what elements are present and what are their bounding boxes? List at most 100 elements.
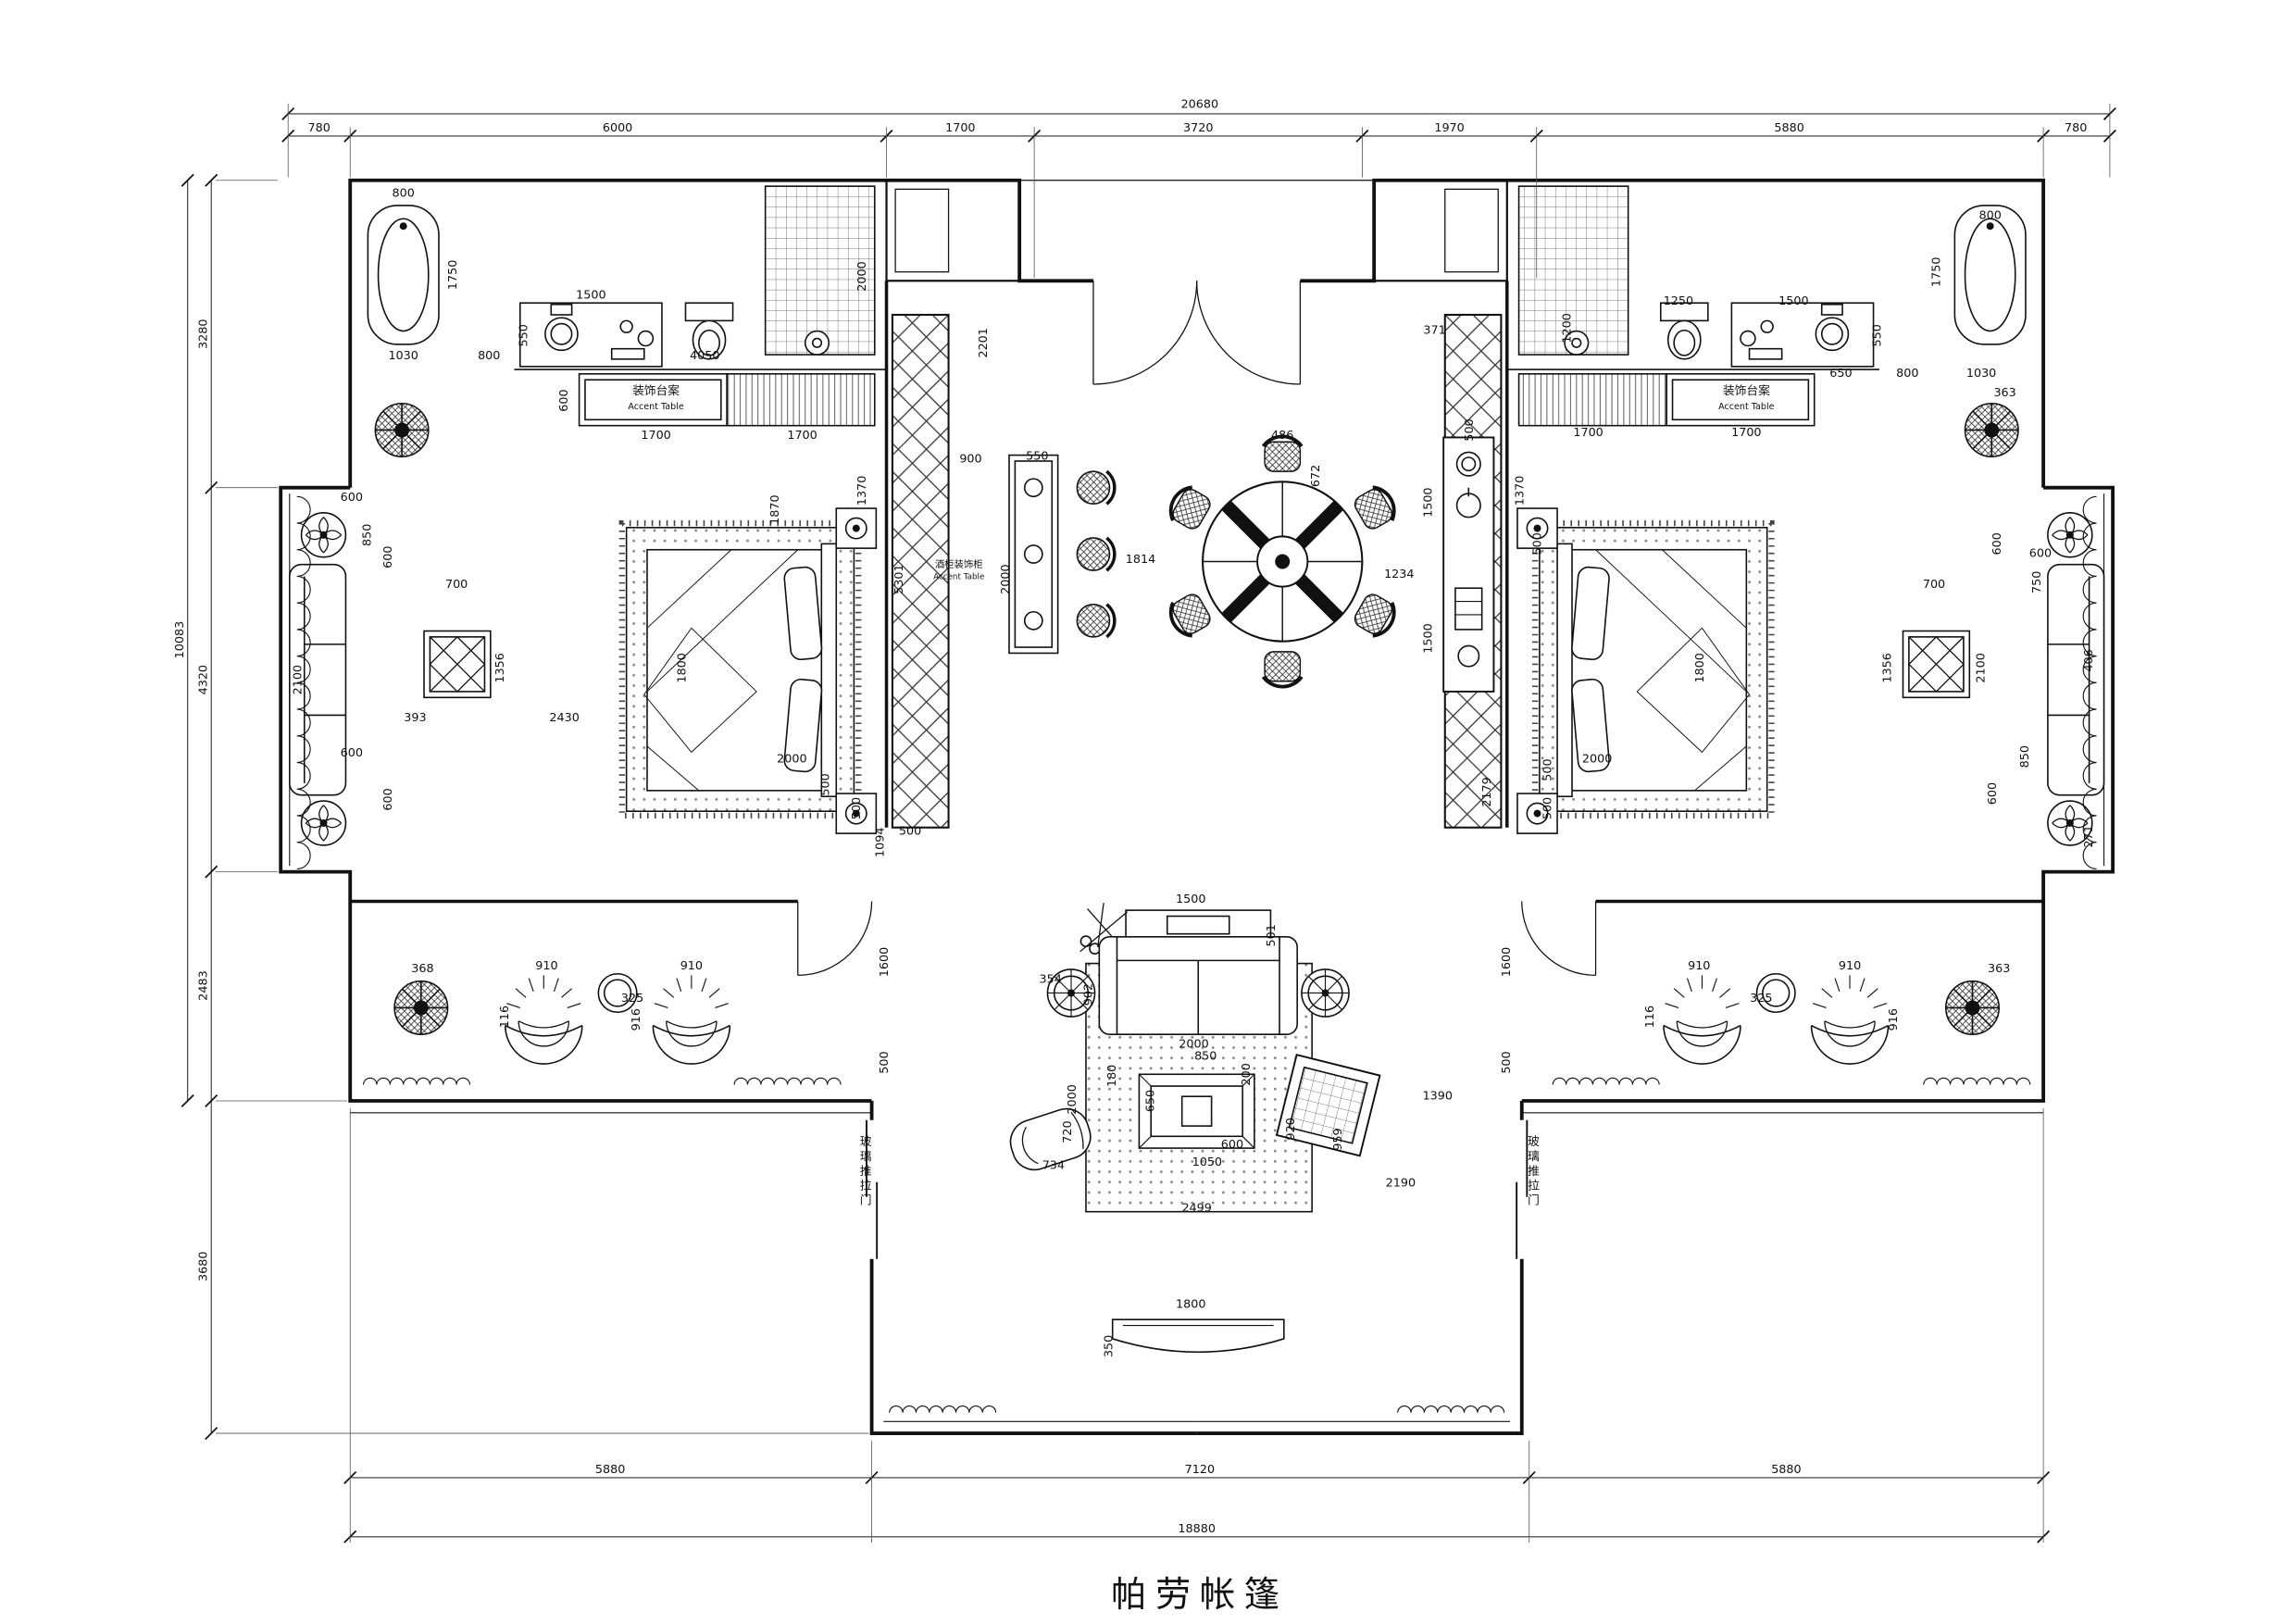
dimension-label: 2000 <box>1066 1084 1079 1114</box>
dimension-label: 500 <box>850 797 864 819</box>
glass-sliding-door-label: 拉 <box>860 1180 872 1193</box>
extension-lines <box>215 103 2111 1543</box>
dimension-label: 7120 <box>1185 1463 1215 1477</box>
dimension-label: 800 <box>1978 208 2001 222</box>
dimension-label: 916 <box>630 1008 643 1031</box>
dimension-label: 1750 <box>1929 256 1943 286</box>
dimension-label: 10083 <box>173 621 187 659</box>
glass-sliding-door-label: 璃 <box>860 1150 872 1164</box>
dimension-label: 600 <box>1990 532 2004 555</box>
dimension-label: 720 <box>1061 1120 1075 1143</box>
dimension-label: 550 <box>1026 449 1048 463</box>
dimension-label: 910 <box>1688 959 1710 973</box>
dimension-label: 2000 <box>999 564 1013 593</box>
dimension-label: 1356 <box>1881 653 1895 682</box>
dimension-label: 5880 <box>1774 121 1803 135</box>
sink <box>544 317 579 352</box>
glass-sliding-door-label: 拉 <box>1528 1180 1540 1193</box>
dimension-label: 1800 <box>1693 653 1707 682</box>
dimension-label: 500 <box>1541 797 1555 819</box>
shower <box>764 185 876 356</box>
dimension-label: 1700 <box>1573 426 1603 440</box>
dimension-label: 4320 <box>196 665 210 694</box>
dimension-label: 1750 <box>446 260 460 290</box>
pillow <box>783 566 823 661</box>
dimension-label: 916 <box>1887 1008 1901 1031</box>
dimension-label: 1600 <box>878 947 892 977</box>
glass-sliding-door <box>866 1119 879 1259</box>
dimension-label: 5880 <box>595 1463 625 1477</box>
dimension-label: 1030 <box>1966 367 1996 381</box>
dimension-label: 700 <box>445 578 468 592</box>
dimension-label: 1970 <box>1434 121 1464 135</box>
dimension-label: 500 <box>1531 532 1545 555</box>
dimension-label: 2000 <box>1582 753 1612 767</box>
dimension-label: 600 <box>1986 782 2000 805</box>
dimension-label: 1500 <box>1421 487 1435 517</box>
dimension-label: 116 <box>498 1006 512 1028</box>
dimension-label: 500 <box>818 773 832 795</box>
dimension-lines <box>181 103 2116 1543</box>
accent-table <box>578 373 728 427</box>
bathtub-drain <box>399 222 407 231</box>
dimension-label: 1800 <box>675 653 689 682</box>
wing-door-swing <box>797 901 873 976</box>
suite-left <box>279 178 1198 1435</box>
dimension-label: 3720 <box>1183 121 1213 135</box>
accent-table-label: 装饰台案 <box>632 384 680 398</box>
dimension-label: 1030 <box>388 349 418 363</box>
wine-cabinet-label: 酒柜装饰柜 <box>935 558 983 570</box>
dimension-label: 700 <box>1923 578 1945 592</box>
dimension-label: 600 <box>381 788 395 810</box>
dimension-label: 2179 <box>1480 777 1494 806</box>
dimension-label: 1800 <box>1176 1297 1205 1311</box>
dimension-label: 500 <box>1500 1051 1514 1073</box>
dimension-label: 850 <box>361 524 375 546</box>
dimension-label: 1234 <box>1384 568 1414 581</box>
interior-wall <box>350 281 889 904</box>
dimension-label: 354 <box>1039 972 1061 986</box>
vanity <box>518 302 663 368</box>
glass-sliding-door-label: 玻 <box>1528 1135 1540 1149</box>
dimension-label: 734 <box>1042 1158 1065 1172</box>
dimension-label: 1200 <box>1560 313 1574 343</box>
dimension-label: 2190 <box>1386 1177 1416 1191</box>
dimension-label: 1500 <box>1778 294 1808 308</box>
dimension-label: 600 <box>341 491 363 505</box>
glass-sliding-door-label: 推 <box>1528 1165 1540 1179</box>
dimension-label: 1700 <box>1731 426 1761 440</box>
entry-door-swing <box>1092 281 1198 385</box>
dimension-label: 486 <box>1271 429 1293 443</box>
dimension-label: 2000 <box>855 261 869 291</box>
terrace-console <box>1111 1318 1285 1354</box>
accent-table-label: 装饰台案 <box>1723 384 1770 398</box>
dimension-label: 550 <box>1871 324 1885 346</box>
dimension-label: 1700 <box>641 429 670 443</box>
dimension-label: 600 <box>557 389 571 411</box>
chaise-lounge <box>1009 1107 1092 1171</box>
dimension-label: 3280 <box>196 319 210 349</box>
dimension-label: 800 <box>1896 367 1918 381</box>
dimension-label: 1700 <box>945 121 975 135</box>
glass-sliding-door-label: 璃 <box>1528 1150 1540 1164</box>
dimension-label: 902 <box>1081 983 1095 1006</box>
dimension-label: 1094 <box>873 827 887 856</box>
dimension-label: 500 <box>899 825 921 839</box>
dimension-label: 371 <box>1423 324 1445 338</box>
drawing-title: 帕劳帐篷 <box>1111 1574 1289 1616</box>
dimension-label: 116 <box>1643 1006 1657 1028</box>
dimension-label: 5880 <box>1771 1463 1801 1477</box>
dimension-label: 2201 <box>977 328 991 357</box>
dimension-label: 1870 <box>768 494 782 524</box>
central-zone <box>1008 180 1495 1354</box>
dimension-label: 600 <box>1221 1138 1243 1152</box>
dimension-label: 1370 <box>1513 476 1527 506</box>
dimension-label: 325 <box>621 992 643 1006</box>
dimension-label: 910 <box>680 959 703 973</box>
glass-sliding-door-label: 门 <box>1528 1194 1540 1208</box>
glass-sliding-door-label: 门 <box>860 1194 872 1208</box>
dimension-label: 18880 <box>1178 1522 1216 1536</box>
